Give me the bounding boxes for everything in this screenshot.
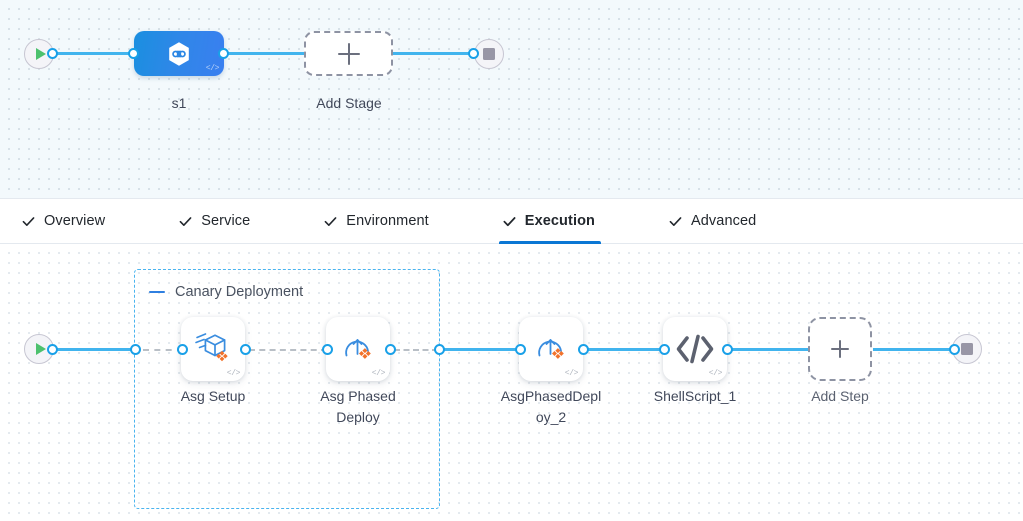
code-brackets-icon bbox=[676, 334, 714, 364]
step-node-asg-phased-deploy[interactable]: </> bbox=[326, 317, 390, 381]
edge-start-to-stage bbox=[45, 52, 150, 55]
add-step-button[interactable] bbox=[808, 317, 872, 381]
asg-setup-cube-icon bbox=[195, 333, 228, 362]
connector-dot-shellscript-in[interactable] bbox=[659, 344, 670, 355]
step-node-asgphaseddeploy-2[interactable]: </> bbox=[519, 317, 583, 381]
check-icon bbox=[179, 215, 192, 228]
connector-dot-asgsetup-in[interactable] bbox=[177, 344, 188, 355]
step-node-shellscript-1[interactable]: </> bbox=[663, 317, 727, 381]
edge-shellscript-to-addstep bbox=[730, 348, 810, 351]
connector-dot-group-in[interactable] bbox=[130, 344, 141, 355]
tab-overview[interactable]: Overview bbox=[18, 199, 127, 243]
tab-environment-label: Environment bbox=[346, 213, 429, 229]
stage-label-s1: s1 bbox=[171, 95, 187, 111]
tab-advanced[interactable]: Advanced bbox=[665, 199, 778, 243]
execution-steps-canvas[interactable]: Canary Deployment bbox=[0, 244, 1023, 521]
step-group-header[interactable]: Canary Deployment bbox=[149, 284, 303, 300]
infinity-hexagon-icon bbox=[169, 41, 189, 66]
tab-overview-label: Overview bbox=[44, 213, 106, 229]
asg-phased-deploy-icon bbox=[538, 339, 564, 359]
connector-dot-asgphased2-in[interactable] bbox=[515, 344, 526, 355]
connector-dot-asgsetup-out[interactable] bbox=[240, 344, 251, 355]
tab-advanced-label: Advanced bbox=[691, 213, 757, 229]
step-group-title: Canary Deployment bbox=[175, 284, 304, 300]
stop-icon bbox=[961, 343, 973, 355]
connector-dot-asgphased2-out[interactable] bbox=[578, 344, 589, 355]
tab-environment[interactable]: Environment bbox=[320, 199, 451, 243]
stage-code-badge: </> bbox=[205, 64, 220, 73]
tab-execution-label: Execution bbox=[524, 213, 595, 229]
section-tabs: Overview Service Environment Execution bbox=[0, 198, 1023, 244]
check-icon bbox=[503, 215, 516, 228]
connector-dot-start-out[interactable] bbox=[47, 48, 58, 59]
step-label-asg-setup: Asg Setup bbox=[180, 388, 246, 404]
check-icon bbox=[22, 215, 35, 228]
edge-stage-to-addstage bbox=[215, 52, 360, 55]
connector-dot-shellscript-out[interactable] bbox=[722, 344, 733, 355]
edge-asgsetup-to-phased-dashed bbox=[249, 349, 327, 351]
connector-dot-end-in[interactable] bbox=[468, 48, 479, 59]
stage-canvas[interactable]: </> s1 Add Stage bbox=[0, 0, 1023, 198]
edge-group-exit-dashed bbox=[394, 349, 438, 351]
step-label-shellscript-1: ShellScript_1 bbox=[653, 388, 737, 404]
connector-dot-exec-start-out[interactable] bbox=[47, 344, 58, 355]
connector-dot-stage-in[interactable] bbox=[128, 48, 139, 59]
edge-addstep-to-end bbox=[873, 348, 955, 351]
connector-dot-stage-out[interactable] bbox=[218, 48, 229, 59]
connector-dot-group-out[interactable] bbox=[434, 344, 445, 355]
add-step-label: Add Step bbox=[811, 388, 869, 404]
step-code-badge: </> bbox=[708, 369, 723, 378]
tab-execution[interactable]: Execution bbox=[498, 199, 617, 244]
minus-icon[interactable] bbox=[149, 290, 165, 294]
play-icon bbox=[35, 343, 46, 355]
step-label-asg-phased-deploy: Asg Phased Deploy bbox=[320, 388, 396, 425]
add-stage-button[interactable] bbox=[304, 31, 393, 76]
step-code-badge: </> bbox=[564, 369, 579, 378]
plus-icon bbox=[337, 42, 360, 65]
asg-phased-deploy-icon bbox=[345, 339, 371, 359]
connector-dot-exec-end-in[interactable] bbox=[949, 344, 960, 355]
step-code-badge: </> bbox=[226, 369, 241, 378]
tab-service[interactable]: Service bbox=[175, 199, 272, 243]
edge-group-to-asgphased2 bbox=[440, 348, 525, 351]
step-group-canary-deployment[interactable]: Canary Deployment bbox=[134, 269, 440, 509]
check-icon bbox=[324, 215, 337, 228]
step-code-badge: </> bbox=[371, 369, 386, 378]
stage-node-s1[interactable]: </> bbox=[134, 31, 224, 76]
connector-dot-asgphased-out[interactable] bbox=[385, 344, 396, 355]
add-stage-label: Add Stage bbox=[316, 95, 382, 111]
stop-icon bbox=[483, 48, 495, 60]
step-node-asg-setup[interactable]: </> bbox=[181, 317, 245, 381]
connector-dot-asgphased-in[interactable] bbox=[322, 344, 333, 355]
check-icon bbox=[669, 215, 682, 228]
edge-group-entry-dashed bbox=[143, 349, 183, 351]
edge-start-to-group bbox=[45, 348, 140, 351]
edge-asgphased2-to-shellscript bbox=[586, 348, 668, 351]
tab-service-label: Service bbox=[201, 213, 251, 229]
step-label-asgphaseddeploy-2: AsgPhasedDepl oy_2 bbox=[500, 388, 602, 425]
play-icon bbox=[35, 48, 46, 60]
tab-underline-active bbox=[498, 241, 601, 244]
edge-addstage-to-end bbox=[385, 52, 490, 55]
plus-icon bbox=[831, 340, 849, 358]
